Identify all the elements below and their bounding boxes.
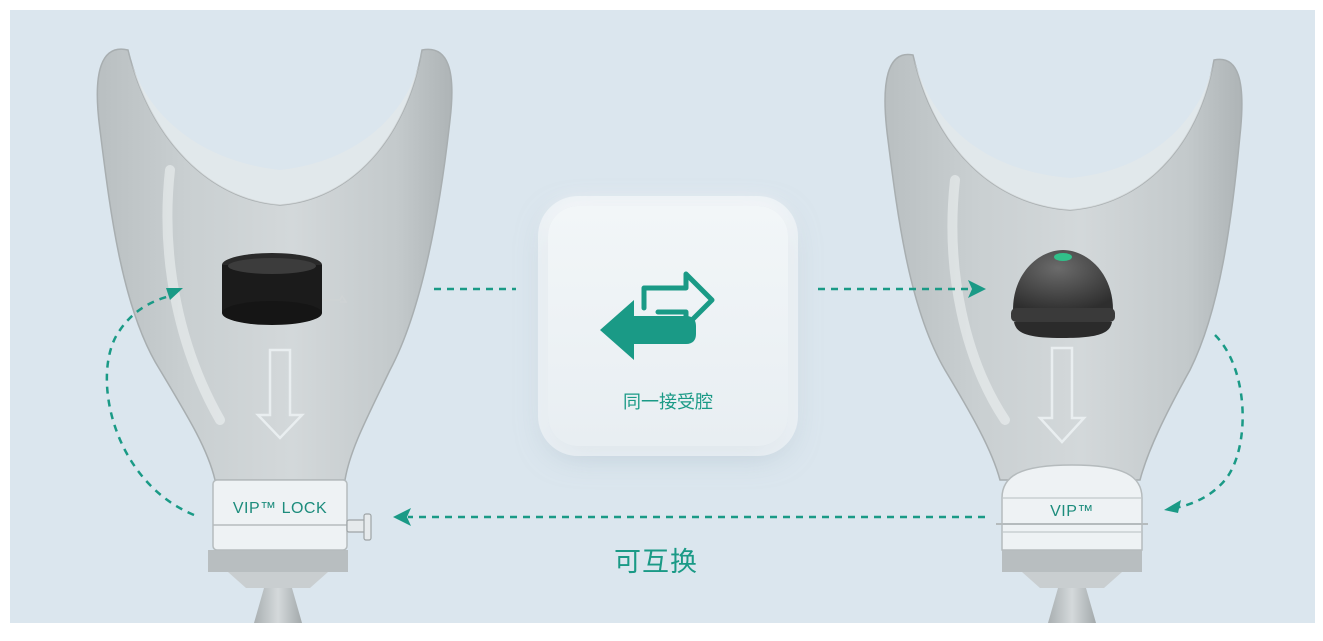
same-socket-card: 同一接受腔 xyxy=(548,206,788,446)
right-socket: VIP™ xyxy=(884,53,1243,623)
diagram-canvas: VIP™ LOCK xyxy=(10,10,1315,623)
swap-arrows-icon xyxy=(600,271,715,360)
left-down-arrow-icon xyxy=(255,348,305,440)
arrowhead-bottom-left xyxy=(393,508,411,526)
left-badge-label: VIP™ LOCK xyxy=(233,500,327,517)
left-socket-rim xyxy=(128,50,422,205)
right-badge-label: VIP™ xyxy=(1050,503,1094,520)
left-distal-adapter xyxy=(208,550,348,623)
right-distal-adapter xyxy=(1002,550,1142,623)
vip-cap-component xyxy=(1011,250,1115,338)
vip-housing xyxy=(1001,464,1143,551)
right-socket-rim xyxy=(913,55,1214,210)
interchangeable-label: 可互换 xyxy=(614,547,698,578)
arrowheads xyxy=(166,280,1181,526)
arrowhead-loop-left xyxy=(166,288,183,300)
right-down-arrow-icon xyxy=(1037,346,1087,444)
card-label: 同一接受腔 xyxy=(623,392,713,413)
arrowhead-right xyxy=(968,280,986,298)
left-socket: VIP™ LOCK xyxy=(96,48,453,623)
socket-diagram: VIP™ LOCK xyxy=(96,48,1244,623)
vip-lock-housing xyxy=(212,479,348,551)
lock-ring-component xyxy=(222,253,348,325)
arrowhead-loop-right xyxy=(1164,500,1181,513)
